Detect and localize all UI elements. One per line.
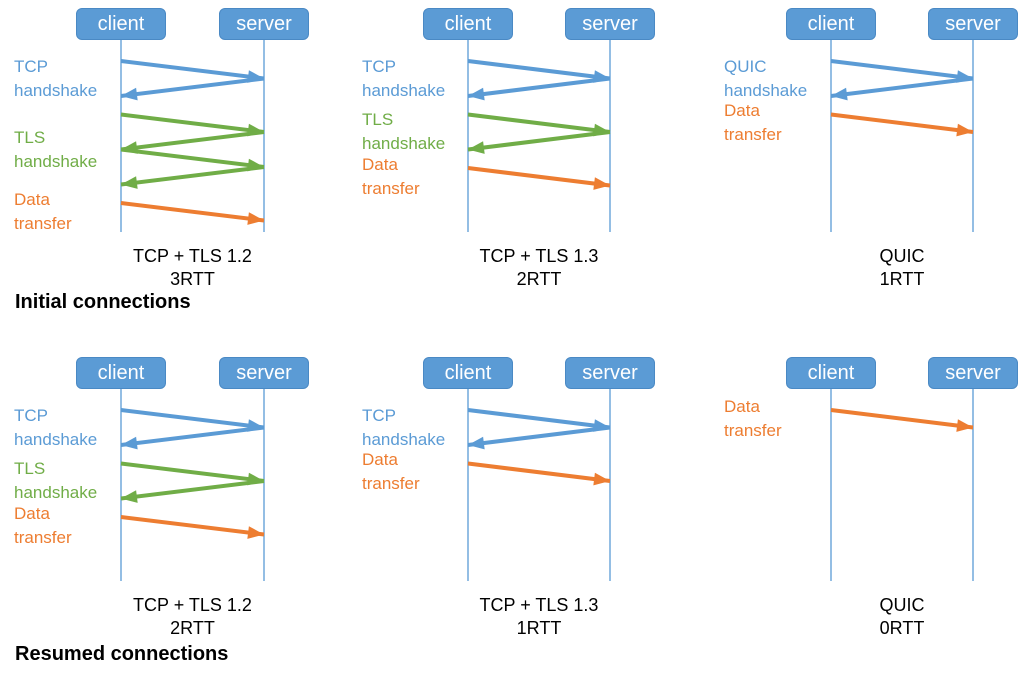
phase-label-line: Data xyxy=(362,450,398,470)
message-arrow-client-to-server xyxy=(830,408,974,432)
phase-label: QUIC handshake xyxy=(724,55,807,103)
phase-label-line: transfer xyxy=(724,125,782,145)
phase-label: TLS handshake xyxy=(362,108,445,156)
phase-label-line: handshake xyxy=(362,80,446,100)
phase-label-line: TCP xyxy=(362,405,396,425)
message-arrow-client-to-server xyxy=(120,59,265,83)
phase-label-line: TCP xyxy=(362,56,396,76)
diagram-caption: QUIC 1RTT xyxy=(772,245,1019,291)
phase-label-line: Data xyxy=(724,101,760,121)
message-arrow-client-to-server xyxy=(467,461,611,486)
message-arrow-server-to-client xyxy=(120,165,265,189)
message-arrow-client-to-server xyxy=(467,112,611,137)
phase-label-line: QUIC xyxy=(724,56,767,76)
phase-label-line: handshake xyxy=(14,80,98,100)
phase-label-line: TCP xyxy=(14,405,48,425)
caption-rtt: 1RTT xyxy=(879,269,925,289)
caption-protocol: TCP + TLS 1.2 xyxy=(133,246,252,266)
message-arrow-client-to-server xyxy=(467,166,611,190)
message-arrow-server-to-client xyxy=(120,479,265,503)
diagram-caption: TCP + TLS 1.2 3RTT xyxy=(63,245,323,291)
phase-label: Data transfer xyxy=(724,99,782,147)
caption-protocol: TCP + TLS 1.3 xyxy=(479,246,599,266)
phase-label: TCP handshake xyxy=(362,55,445,103)
message-arrow-client-to-server xyxy=(120,515,265,539)
phase-label-line: TCP xyxy=(14,56,48,76)
message-arrow-server-to-client xyxy=(120,76,265,101)
client-box: client xyxy=(423,8,513,40)
caption-rtt: 1RTT xyxy=(516,618,562,638)
phase-label-line: transfer xyxy=(362,178,420,198)
phase-label: Data transfer xyxy=(362,153,420,201)
phase-label-line: transfer xyxy=(362,474,420,494)
message-arrow-client-to-server xyxy=(467,59,611,83)
phase-label-line: TLS xyxy=(14,459,46,478)
server-box: server xyxy=(565,8,655,40)
message-arrow-client-to-server xyxy=(120,201,265,225)
caption-protocol: TCP + TLS 1.2 xyxy=(133,595,252,615)
phase-label-line: Data xyxy=(362,154,398,174)
phase-label-line: transfer xyxy=(14,213,72,233)
client-box: client xyxy=(76,8,166,40)
server-box: server xyxy=(928,357,1018,389)
message-arrow-server-to-client xyxy=(467,130,611,154)
message-arrow-client-to-server xyxy=(120,461,265,486)
phase-label-line: handshake xyxy=(14,151,98,171)
client-box: client xyxy=(786,357,876,389)
phase-label: Data transfer xyxy=(14,502,72,550)
phase-label-line: handshake xyxy=(362,429,446,449)
message-arrow-server-to-client xyxy=(467,425,611,450)
client-box: client xyxy=(76,357,166,389)
phase-label-line: Data xyxy=(14,503,50,523)
caption-rtt: 2RTT xyxy=(170,618,215,638)
phase-label-line: TLS xyxy=(362,110,394,129)
client-box: client xyxy=(786,8,876,40)
message-arrow-client-to-server xyxy=(120,112,265,137)
diagram-caption: TCP + TLS 1.3 2RTT xyxy=(409,245,669,291)
phase-label: TCP handshake xyxy=(14,55,97,103)
phase-label-line: transfer xyxy=(724,420,782,440)
section-heading: Resumed connections xyxy=(15,643,229,665)
client-box: client xyxy=(423,357,513,389)
phase-label-line: handshake xyxy=(14,483,98,502)
server-box: server xyxy=(565,357,655,389)
caption-protocol: QUIC xyxy=(879,595,925,615)
message-arrow-server-to-client xyxy=(467,76,611,101)
message-arrow-server-to-client xyxy=(120,425,265,450)
phase-label: TLS handshake xyxy=(14,457,97,505)
phase-label: TLS handshake xyxy=(14,126,97,174)
server-box: server xyxy=(928,8,1018,40)
caption-rtt: 0RTT xyxy=(879,618,925,638)
caption-rtt: 3RTT xyxy=(170,269,215,289)
phase-label: TCP handshake xyxy=(362,404,445,452)
phase-label-line: handshake xyxy=(362,134,446,153)
section-heading: Initial connections xyxy=(15,291,191,313)
phase-label-line: Data xyxy=(14,189,50,209)
message-arrow-client-to-server xyxy=(830,112,974,137)
caption-protocol: TCP + TLS 1.3 xyxy=(479,595,599,615)
server-box: server xyxy=(219,357,309,389)
phase-label: Data transfer xyxy=(362,448,420,496)
message-arrow-client-to-server xyxy=(120,147,265,172)
phase-label: Data transfer xyxy=(14,188,72,236)
diagram-caption: QUIC 0RTT xyxy=(772,594,1019,640)
caption-rtt: 2RTT xyxy=(516,269,562,289)
phase-label: TCP handshake xyxy=(14,404,97,452)
caption-protocol: QUIC xyxy=(879,246,925,266)
message-arrow-server-to-client xyxy=(120,130,265,154)
diagram-caption: TCP + TLS 1.2 2RTT xyxy=(63,594,323,640)
message-arrow-client-to-server xyxy=(467,408,611,432)
diagram-caption: TCP + TLS 1.3 1RTT xyxy=(409,594,669,640)
phase-label-line: TLS xyxy=(14,127,46,147)
phase-label-line: transfer xyxy=(14,527,72,547)
phase-label-line: handshake xyxy=(14,429,98,449)
phase-label-line: handshake xyxy=(724,80,808,100)
phase-label-line: Data xyxy=(724,396,760,416)
message-arrow-client-to-server xyxy=(830,59,974,83)
message-arrow-server-to-client xyxy=(830,76,974,101)
message-arrow-client-to-server xyxy=(120,408,265,432)
phase-label: Data transfer xyxy=(724,395,782,443)
server-box: server xyxy=(219,8,309,40)
